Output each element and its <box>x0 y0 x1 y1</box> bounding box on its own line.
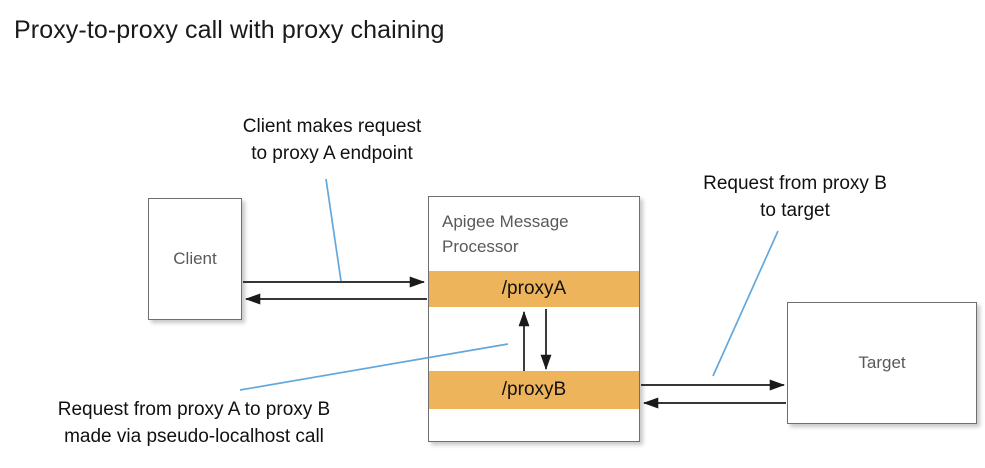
node-client: Client <box>148 198 242 320</box>
leader-line-client-annotation <box>325 178 342 282</box>
leader-line-target-annotation <box>712 230 779 377</box>
node-target: Target <box>787 302 977 424</box>
annotation-client-request: Client makes request to proxy A endpoint <box>242 116 422 164</box>
node-message-processor: Apigee Message Processor /proxyA /proxyB <box>428 196 640 442</box>
proxy-a-label: /proxyA <box>501 278 567 299</box>
node-message-processor-title: Apigee Message Processor <box>442 212 569 256</box>
proxy-b-label: /proxyB <box>501 379 567 400</box>
proxy-b-band: /proxyB <box>429 371 639 409</box>
proxy-a-band: /proxyA <box>429 271 639 307</box>
node-target-label: Target <box>858 353 906 372</box>
node-client-label: Client <box>173 249 217 268</box>
annotation-proxy-chaining: Request from proxy A to proxy B made via… <box>57 399 331 447</box>
page-title: Proxy-to-proxy call with proxy chaining <box>14 16 445 44</box>
annotation-target-request: Request from proxy B to target <box>703 173 887 221</box>
